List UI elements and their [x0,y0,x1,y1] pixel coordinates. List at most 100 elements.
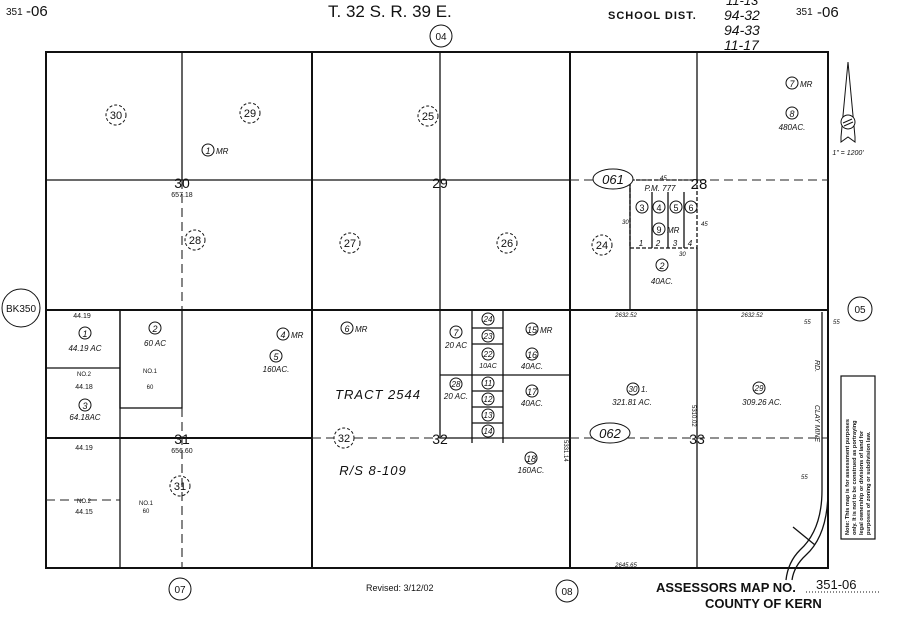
parcel-32[interactable]: 32 [333,427,355,449]
svg-text:legal ownership or divisions o: legal ownership or divisions of land for [859,430,865,535]
svg-text:321.81 AC.: 321.81 AC. [612,398,652,407]
svg-text:18: 18 [526,454,536,464]
parcel-t12[interactable]: 12 [481,392,495,406]
adjacent-map-south[interactable]: 08 [555,579,579,603]
svg-text:30: 30 [110,110,122,122]
adjacent-map-west[interactable]: BK350 [1,288,41,328]
parcel-t28[interactable]: 28 20 AC. [443,377,468,401]
dim-60-b: 60 [143,509,150,515]
svg-text:6: 6 [344,324,349,334]
svg-text:8: 8 [789,109,794,119]
parcel-25[interactable]: 25 [417,105,439,127]
svg-text:Note: This map is for assessme: Note: This map is for assessment purpose… [845,419,851,535]
book-061[interactable]: 061 [592,168,634,190]
svg-text:32: 32 [338,433,350,445]
svg-text:1: 1 [82,329,87,339]
svg-text:31: 31 [174,481,186,493]
svg-text:08: 08 [561,587,573,598]
map-page-right: -06 [817,4,839,21]
svg-text:26: 26 [501,238,513,250]
svg-text:60 AC: 60 AC [144,339,166,348]
lot-6[interactable]: 6 [684,200,698,214]
parcel-t13[interactable]: 13 [481,408,495,422]
dim-bottom: 2645.65 [614,563,637,569]
svg-text:MR: MR [667,226,680,235]
parcel-27[interactable]: 27 [339,232,361,254]
parcel-w2[interactable]: 260 AC [144,321,166,348]
parcel-t11[interactable]: 11 [481,376,495,390]
svg-text:25: 25 [422,111,434,123]
record-of-survey: R/S 8-109 [339,463,407,478]
svg-text:13: 13 [484,411,493,420]
parcel-30[interactable]: 30 [105,104,127,126]
dim-vertical-a: 5331.14 [562,440,568,462]
svg-text:MR: MR [800,80,813,89]
assessors-map-label: ASSESSORS MAP NO. [656,580,796,595]
parcel-t14[interactable]: 14 [481,424,495,438]
assessors-map-number: 351-06 [816,577,856,592]
adjacent-map-north[interactable]: 04 [429,24,453,48]
adjacent-map-east[interactable]: 05 [847,296,873,322]
svg-text:40AC.: 40AC. [521,362,543,371]
parcel-26[interactable]: 26 [496,232,518,254]
svg-text:23: 23 [483,332,493,341]
svg-text:10AC: 10AC [479,363,497,370]
svg-text:44.19 AC: 44.19 AC [68,344,101,353]
parcel-28[interactable]: 28 [184,229,206,251]
lot-5[interactable]: 5 [669,200,683,214]
parcel-31[interactable]: 31 [169,475,191,497]
lot-4[interactable]: 4 [652,200,666,214]
svg-text:27: 27 [344,238,356,250]
map-scale: 1" = 1200' [832,150,864,157]
svg-text:12: 12 [484,395,493,404]
dim-44-18: 44.18 [75,384,93,391]
road-label-name: CLAY MINE [813,405,820,442]
parcel-t24[interactable]: 24 [481,312,495,326]
parcel-t23[interactable]: 23 [481,329,495,343]
section-32: 32 [432,431,448,447]
dim-top-a: 2632.52 [614,313,637,319]
svg-text:20 AC.: 20 AC. [443,392,468,401]
svg-text:4: 4 [656,203,661,213]
dim-vertical-b: 5310.02 [690,405,696,427]
svg-text:MR: MR [216,147,229,156]
svg-text:28: 28 [451,380,461,389]
parcel-w1[interactable]: 1 44.19 AC [68,326,102,353]
book-062[interactable]: 062 [589,422,631,444]
revised-date: Revised: 3/12/02 [366,583,434,593]
parcel-w3[interactable]: 364.18AC [69,398,101,422]
svg-text:5: 5 [273,352,279,362]
svg-text:05: 05 [854,305,866,316]
parcel-29[interactable]: 29 [239,102,261,124]
svg-text:40AC.: 40AC. [651,277,673,286]
road-label-rd: RD. [813,360,820,372]
parcel-lines [45,51,829,569]
parcel-24[interactable]: 24 [591,234,613,256]
svg-text:061: 061 [602,172,624,187]
svg-text:7: 7 [453,328,459,338]
section-30-dim: 657.18 [171,192,193,199]
adjacent-map-south-west[interactable]: 07 [168,577,192,601]
svg-text:MR: MR [540,326,553,335]
lot-3[interactable]: 3 [635,200,649,214]
svg-text:3: 3 [82,401,87,411]
dim-55-b: 55 [833,320,840,326]
parcel-t7[interactable]: 720 AC [444,325,467,350]
school-dist-2: 94-32 [724,7,760,23]
